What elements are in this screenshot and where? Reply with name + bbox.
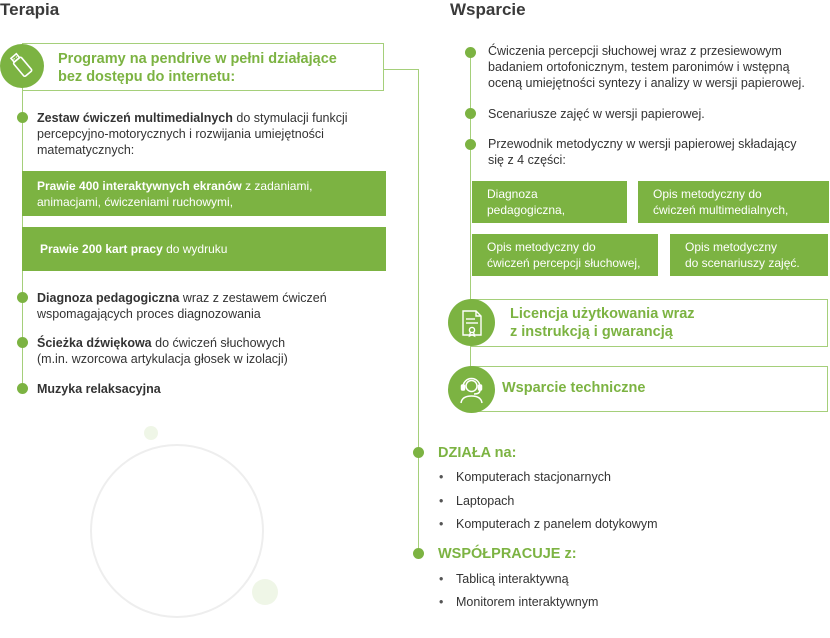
left-heading: Terapia: [0, 0, 60, 19]
right-heading: Wsparcie: [450, 0, 526, 19]
left-item-4: Muzyka relaksacyjna: [37, 382, 161, 396]
bar-interactive-screens: Prawie 400 interaktywnych ekranów z zada…: [22, 171, 386, 216]
coop-item: Monitorem interaktywnym: [439, 595, 598, 609]
left-dot-3: [17, 337, 28, 348]
left-dot-4: [17, 383, 28, 394]
bar-worksheets: Prawie 200 kart pracy do wydruku: [22, 227, 386, 271]
right-item-2: Scenariusze zajęć w wersji papierowej.: [488, 107, 705, 121]
certificate-icon: [462, 310, 482, 338]
works-item: Komputerach stacjonarnych: [439, 470, 611, 484]
support-title: Wsparcie techniczne: [502, 380, 646, 396]
coop-dot: [413, 548, 424, 559]
works-item: Laptopach: [439, 494, 515, 508]
support-headset-icon: [460, 377, 483, 404]
license-icon-circle: [448, 299, 495, 346]
license-title: Licencja użytkowania wraz z instrukcją i…: [510, 306, 695, 340]
left-item-1: Zestaw ćwiczeń multimedialnych do stymul…: [37, 111, 348, 157]
right-dot-2: [465, 108, 476, 119]
usb-drive-icon: [9, 52, 33, 78]
connector-horizontal: [384, 69, 418, 70]
usb-icon-circle: [0, 44, 44, 88]
works-heading: DZIAŁA na:: [438, 445, 517, 461]
left-dot-1: [17, 112, 28, 123]
right-item-3: Przewodnik metodyczny w wersji papierowe…: [488, 137, 797, 167]
coop-item: Tablicą interaktywną: [439, 572, 568, 586]
left-item-3: Ścieżka dźwiękowa do ćwiczeń słuchowych …: [37, 336, 288, 366]
left-dot-2: [17, 292, 28, 303]
right-timeline: [470, 50, 471, 390]
connector-vertical: [418, 69, 419, 559]
decorative-ring: [90, 426, 278, 618]
works-item: Komputerach z panelem dotykowym: [439, 517, 658, 531]
right-dot-3: [465, 139, 476, 150]
left-item-2: Diagnoza pedagogiczna wraz z zestawem ćw…: [37, 291, 327, 321]
works-dot: [413, 447, 424, 458]
right-item-1: Ćwiczenia percepcji słuchowej wraz z prz…: [488, 44, 805, 90]
support-icon-circle: [448, 366, 495, 413]
right-dot-1: [465, 47, 476, 58]
coop-heading: WSPÓŁPRACUJE z:: [438, 546, 577, 562]
usb-title: Programy na pendrive w pełni działające …: [58, 51, 337, 85]
